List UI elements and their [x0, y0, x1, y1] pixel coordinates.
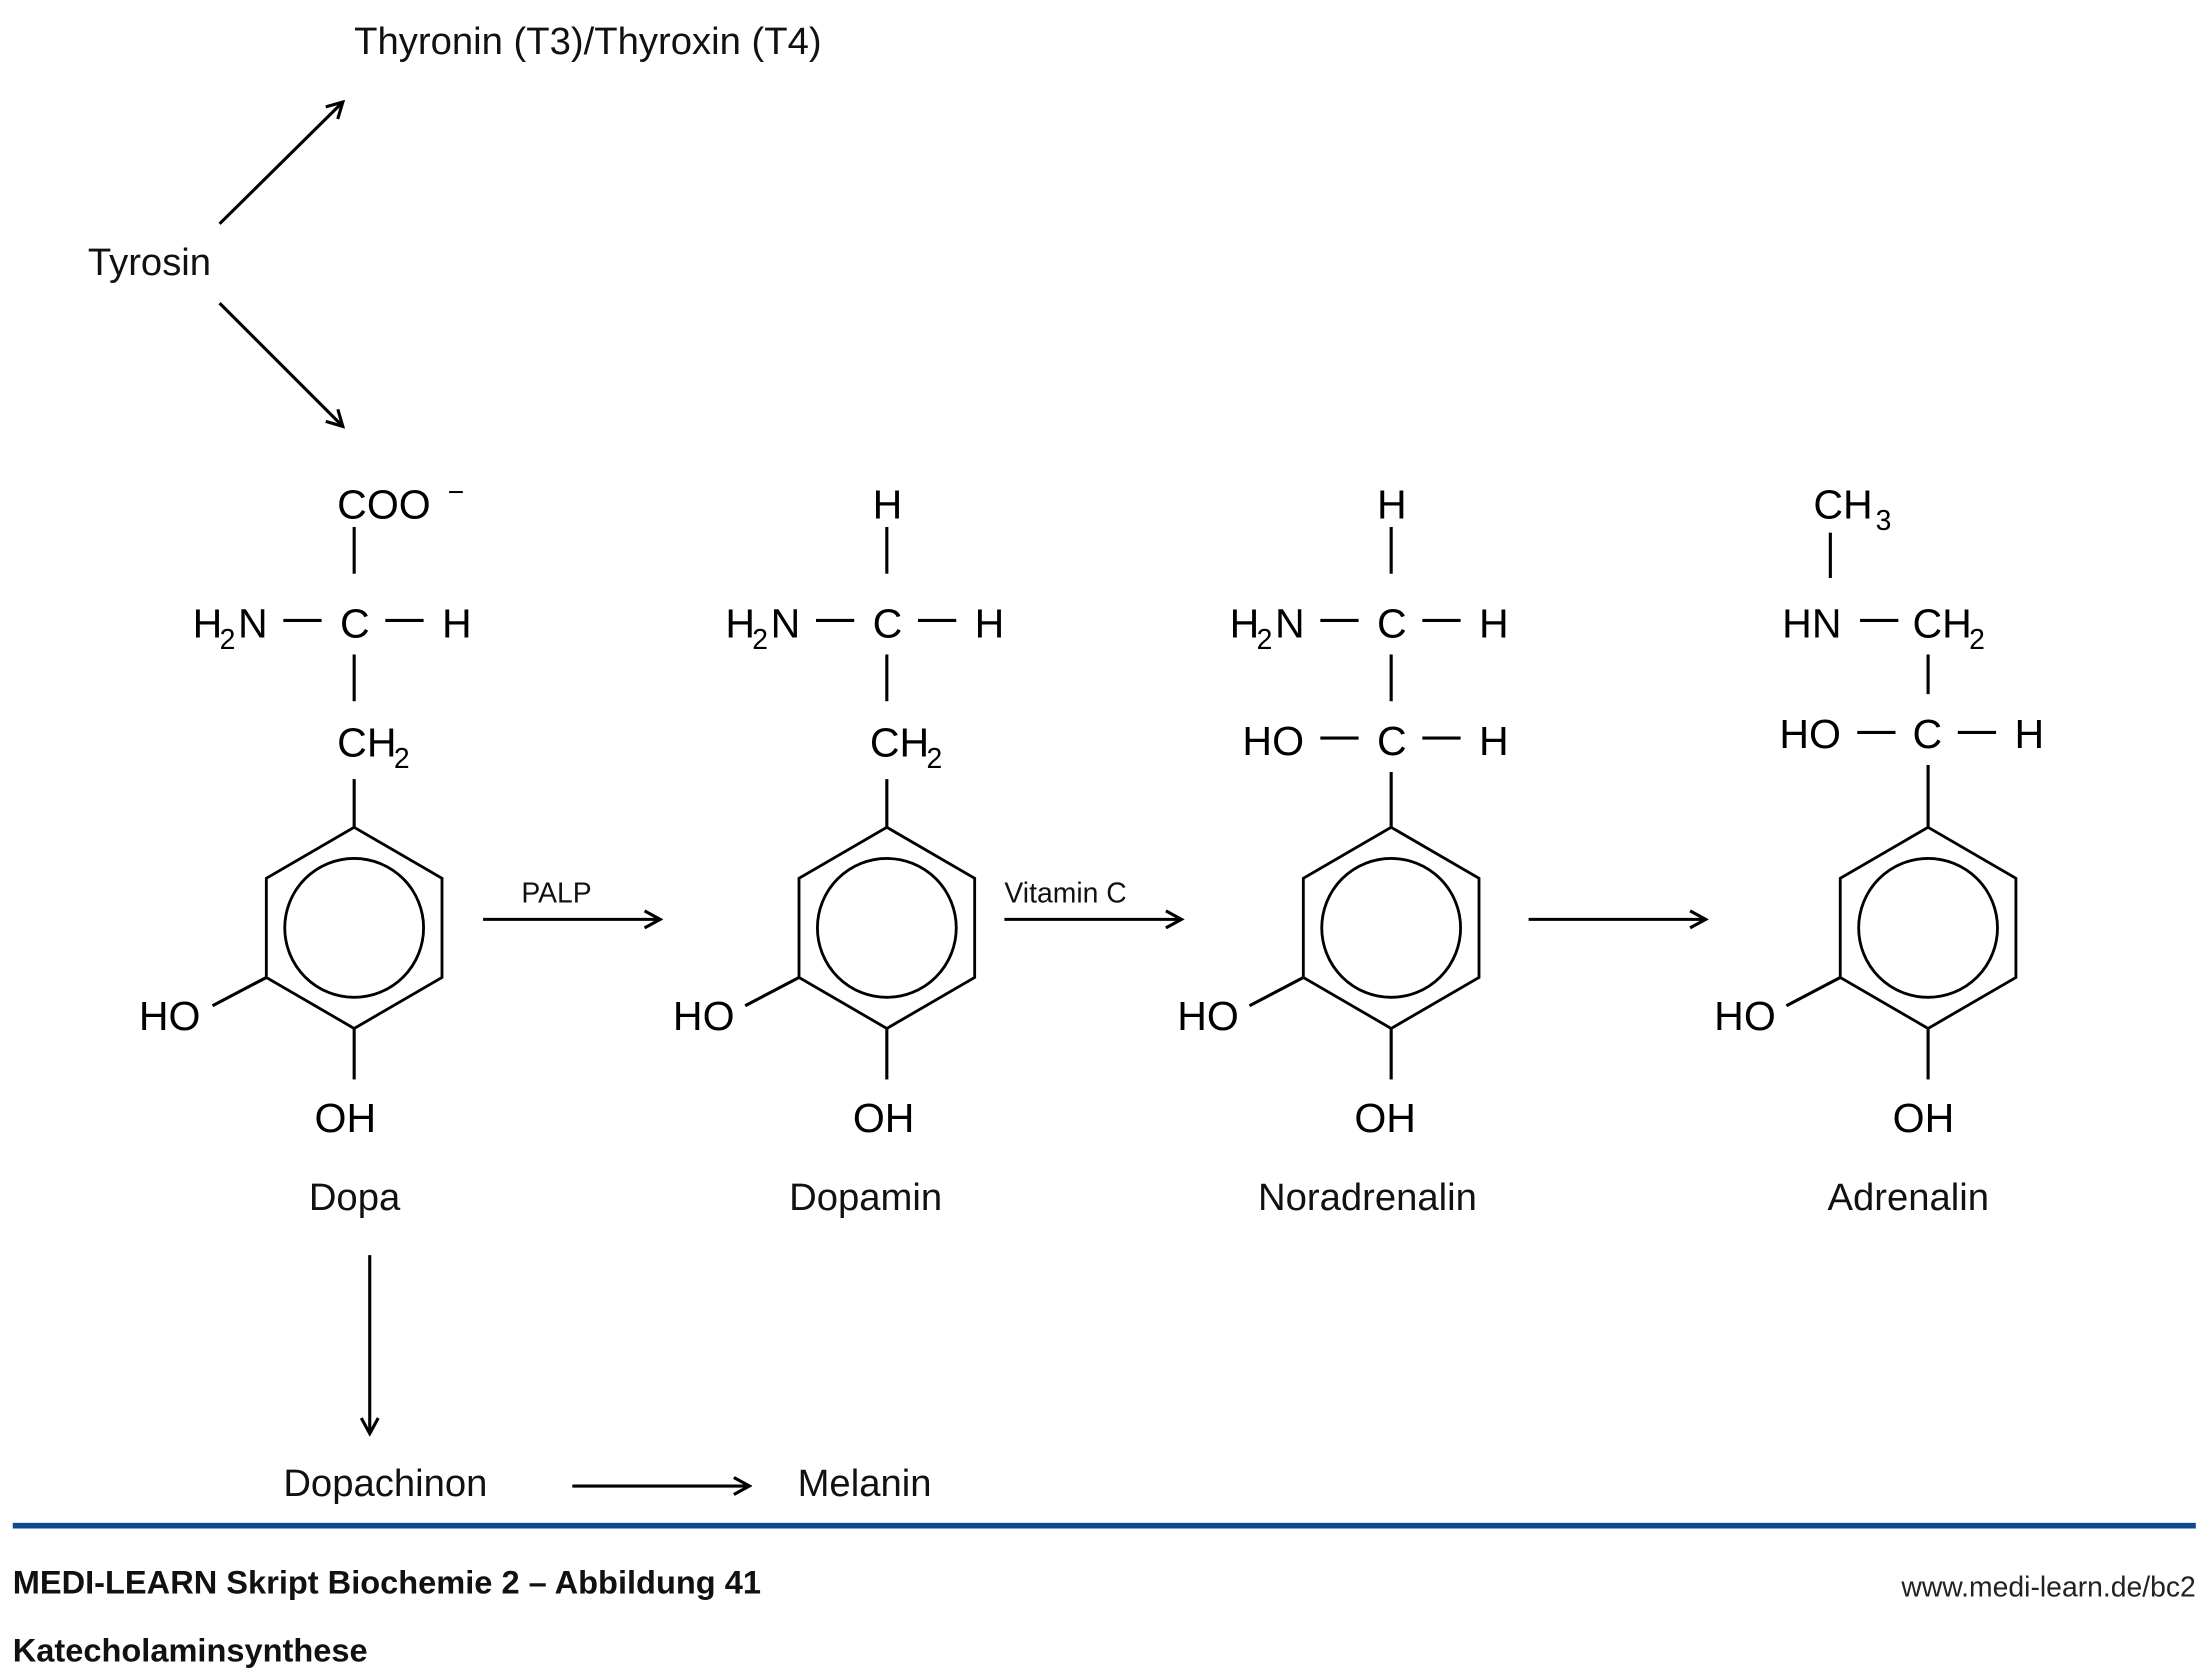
cofactor-vitamin-c: Vitamin C — [1004, 877, 1126, 909]
svg-text:HO: HO — [1242, 718, 1304, 764]
svg-text:CH: CH — [337, 719, 396, 765]
svg-text:H: H — [193, 600, 223, 646]
svg-text:HO: HO — [673, 993, 735, 1039]
melanin-label: Melanin — [798, 1462, 932, 1505]
svg-text:−: − — [448, 476, 465, 508]
compound-adrenalin: CH 3 HN CH 2 HO C H HO OH Adrenalin — [1714, 481, 2044, 1218]
svg-text:HO: HO — [139, 993, 201, 1039]
svg-text:H: H — [2015, 711, 2045, 757]
footer-url: www.medi-learn.de/bc2 — [1900, 1572, 2195, 1604]
tyrosin-label: Tyrosin — [88, 241, 211, 284]
svg-text:CH: CH — [1813, 481, 1872, 527]
svg-text:N: N — [1275, 600, 1305, 646]
svg-text:2: 2 — [1969, 624, 1985, 656]
footer-rule — [12, 1522, 2196, 1529]
svg-text:CH: CH — [870, 719, 929, 765]
arrow-tyrosin-to-dopa — [218, 302, 343, 426]
svg-text:HO: HO — [1714, 993, 1776, 1039]
svg-text:H: H — [1479, 600, 1509, 646]
svg-text:H: H — [1479, 718, 1509, 764]
svg-text:2: 2 — [752, 624, 768, 656]
svg-text:2: 2 — [927, 743, 943, 775]
svg-text:C: C — [873, 600, 903, 646]
cofactor-palp: PALP — [521, 877, 591, 909]
svg-text:H: H — [1230, 600, 1260, 646]
arrow-tyrosin-to-thyroid — [218, 102, 343, 225]
compound-dopamin: H H 2 N C H CH 2 HO OH Dopamin — [673, 481, 1004, 1218]
svg-text:C: C — [1377, 600, 1407, 646]
svg-text:OH: OH — [1893, 1095, 1955, 1141]
svg-text:C: C — [1377, 718, 1407, 764]
svg-text:C: C — [340, 600, 370, 646]
svg-text:H: H — [873, 481, 903, 527]
svg-text:H: H — [975, 600, 1005, 646]
svg-text:HO: HO — [1779, 711, 1841, 757]
svg-text:N: N — [771, 600, 801, 646]
footer-caption: Katecholaminsynthese — [13, 1633, 368, 1669]
footer-source: MEDI-LEARN Skript Biochemie 2 – Abbildun… — [13, 1565, 761, 1601]
svg-text:CH: CH — [1913, 600, 1972, 646]
svg-text:COO: COO — [337, 481, 431, 527]
svg-text:C: C — [1913, 711, 1943, 757]
svg-text:2: 2 — [394, 743, 410, 775]
compound-noradrenalin: H H 2 N C H HO C H HO OH Noradrenalin — [1177, 481, 1508, 1218]
compound-name-noradrenalin: Noradrenalin — [1258, 1176, 1477, 1219]
compound-name-dopamin: Dopamin — [789, 1176, 942, 1219]
svg-text:OH: OH — [315, 1095, 377, 1141]
thyroid-product-label: Thyronin (T3)/Thyroxin (T4) — [354, 20, 821, 63]
svg-text:N: N — [238, 600, 268, 646]
svg-text:OH: OH — [853, 1095, 915, 1141]
svg-text:H: H — [442, 600, 472, 646]
compound-name-adrenalin: Adrenalin — [1828, 1176, 1990, 1219]
svg-text:2: 2 — [220, 624, 236, 656]
svg-text:HN: HN — [1782, 600, 1841, 646]
svg-text:HO: HO — [1177, 993, 1239, 1039]
svg-text:2: 2 — [1257, 624, 1273, 656]
svg-text:H: H — [1377, 481, 1407, 527]
svg-text:3: 3 — [1876, 505, 1892, 537]
compound-name-dopa: Dopa — [309, 1176, 401, 1219]
dopachinon-label: Dopachinon — [283, 1462, 487, 1505]
svg-text:OH: OH — [1354, 1095, 1416, 1141]
svg-text:H: H — [725, 600, 755, 646]
compound-dopa: COO − H 2 N C H CH 2 HO OH Dopa — [139, 476, 472, 1218]
